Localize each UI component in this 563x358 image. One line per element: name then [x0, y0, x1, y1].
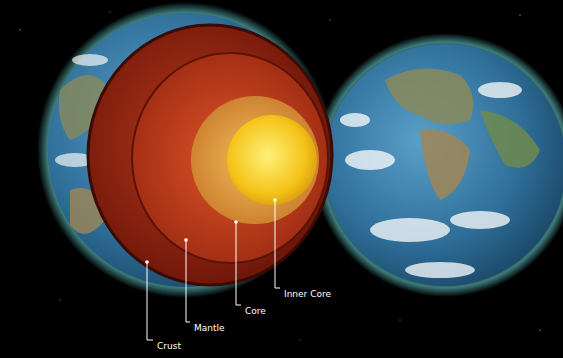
leader-dots — [145, 198, 277, 264]
layer-label: Crust — [157, 341, 181, 352]
earth-globe — [324, 44, 563, 286]
leader-line — [236, 222, 241, 305]
leader-dot — [184, 238, 188, 242]
layer-label: Core — [245, 306, 266, 317]
core-layer — [191, 96, 319, 224]
layer-label: Inner Core — [284, 289, 331, 300]
inner-core — [227, 115, 317, 205]
leader-dot — [273, 198, 277, 202]
leader-line — [186, 240, 190, 322]
leader-dot — [234, 220, 238, 224]
leader-line — [275, 200, 280, 288]
atmosphere-glow — [313, 33, 563, 297]
layer-label: Mantle — [194, 323, 225, 334]
leader-dot — [145, 260, 149, 264]
leader-line — [147, 262, 153, 340]
atmosphere-glow — [37, 2, 333, 298]
leader-lines — [147, 200, 280, 340]
mantle-layer — [132, 53, 328, 263]
land-masses — [385, 69, 540, 200]
crust-layer — [88, 25, 332, 285]
crust-edge — [88, 25, 332, 285]
clouds — [340, 82, 522, 278]
mantle-edge — [132, 53, 328, 263]
